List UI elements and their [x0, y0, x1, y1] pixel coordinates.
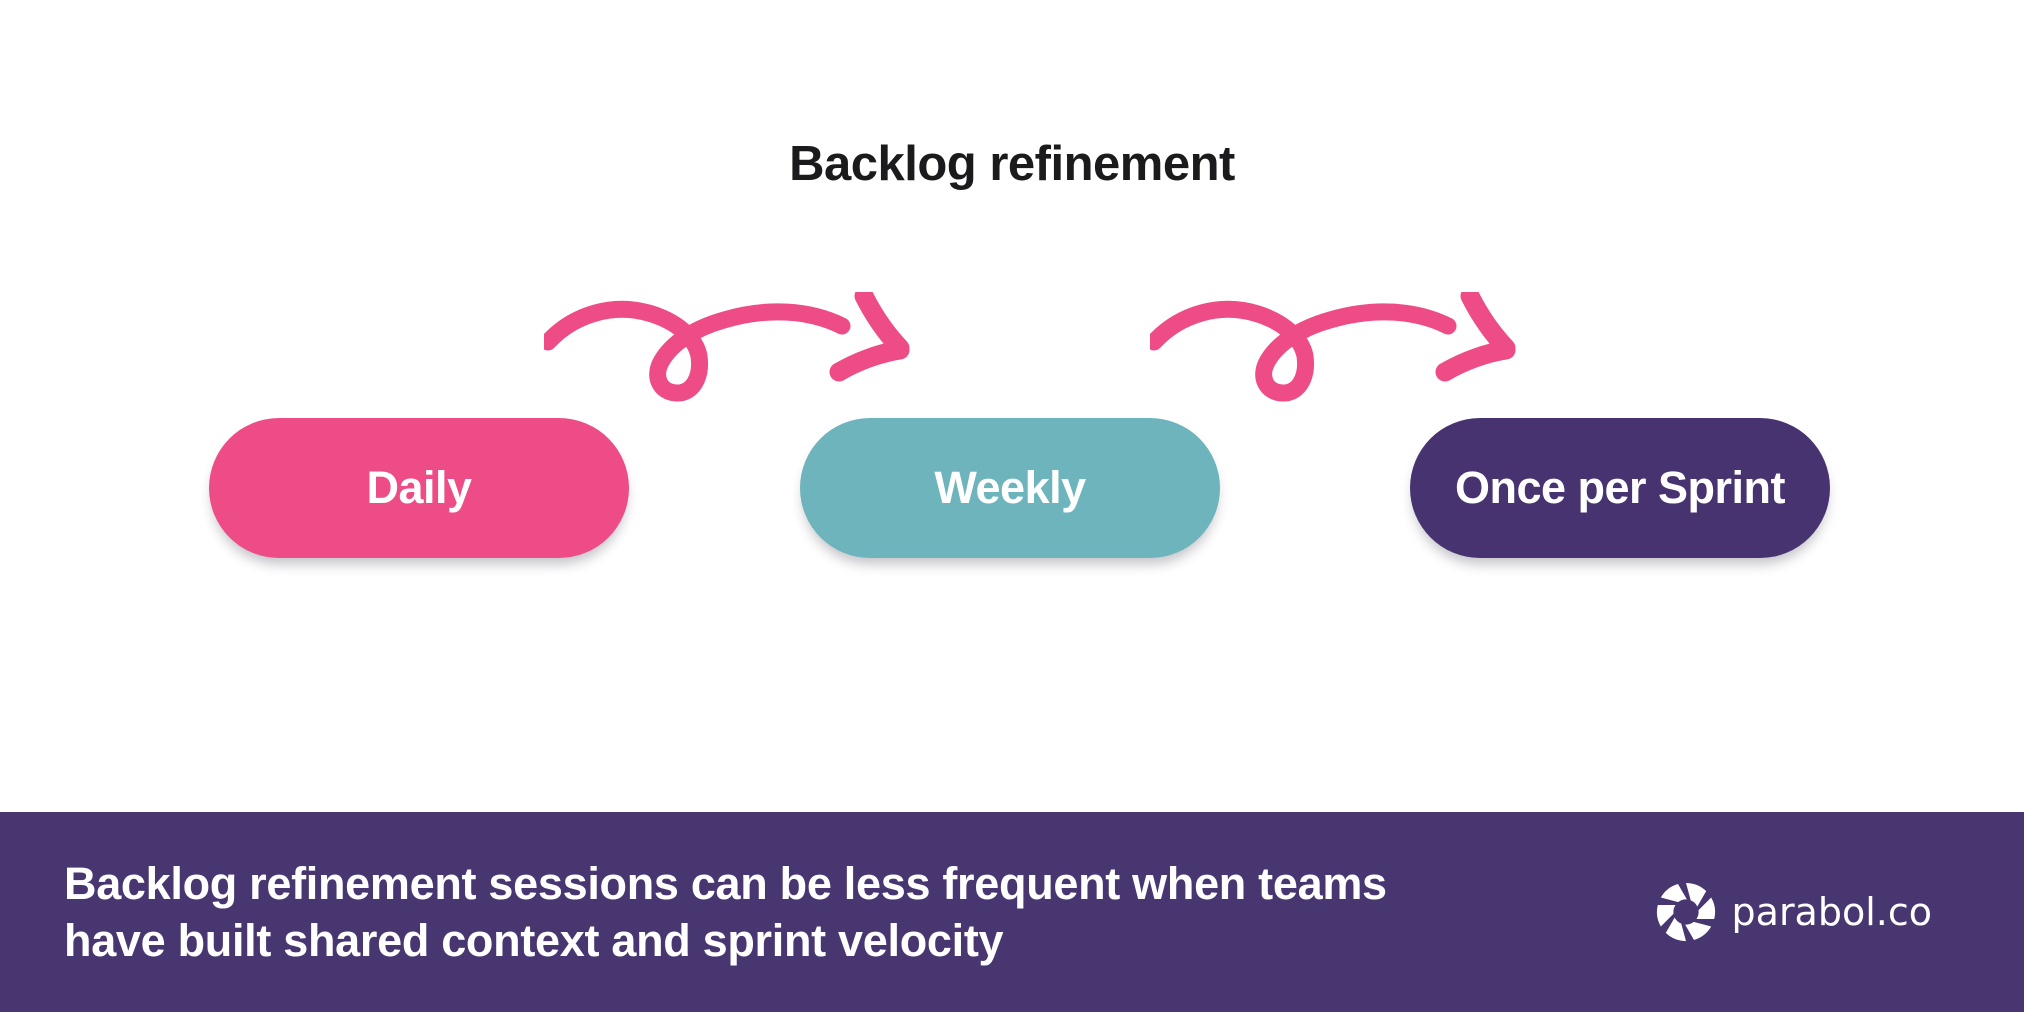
step-label-once-per-sprint: Once per Sprint	[1454, 462, 1786, 513]
parabol-logo-icon	[1654, 881, 1717, 943]
step-pill-weekly: Weekly	[800, 418, 1220, 558]
brand: parabol.co	[1654, 881, 1932, 943]
footer-caption: Backlog refinement sessions can be less …	[64, 855, 1387, 969]
curly-arrow-icon	[1150, 292, 1516, 402]
curly-arrow-icon	[544, 292, 910, 402]
footer-banner: Backlog refinement sessions can be less …	[0, 812, 2024, 1012]
page-title: Backlog refinement	[789, 137, 1235, 191]
step-pill-once-per-sprint: Once per Sprint	[1410, 418, 1830, 558]
footer-caption-line-1: Backlog refinement sessions can be less …	[64, 858, 1387, 909]
footer-caption-line-2: have built shared context and sprint vel…	[64, 915, 1004, 966]
step-label-weekly: Weekly	[934, 462, 1086, 513]
brand-wordmark: parabol.co	[1731, 890, 1932, 934]
step-pill-daily: Daily	[209, 418, 629, 558]
step-label-daily: Daily	[366, 462, 472, 513]
